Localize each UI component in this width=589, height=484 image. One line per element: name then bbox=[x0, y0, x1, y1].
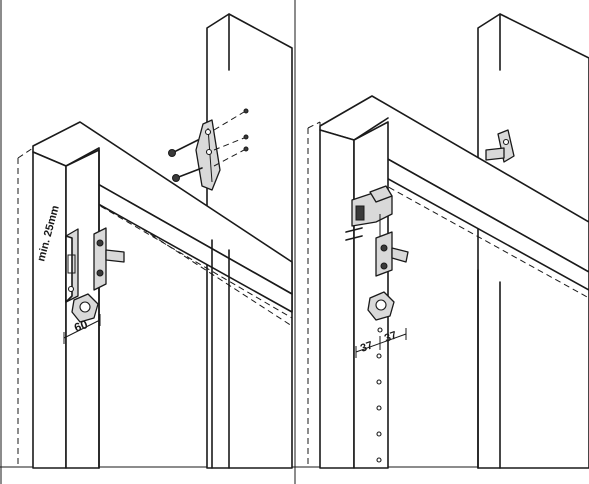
right-illustration: 37 37 bbox=[307, 13, 589, 469]
spacing-dimension bbox=[355, 328, 407, 358]
wall-bracket bbox=[195, 119, 221, 191]
screw-upper bbox=[168, 139, 199, 157]
left-spacing-label: 37 bbox=[359, 339, 375, 354]
wall-plug-3 bbox=[243, 146, 249, 152]
wall-plug-1 bbox=[243, 108, 249, 114]
right-hinge-assembly bbox=[345, 185, 409, 277]
screw-guide-3 bbox=[213, 149, 245, 167]
right-adjusting-nut bbox=[367, 291, 395, 321]
screw-guide-1 bbox=[213, 111, 245, 131]
screw-lower bbox=[172, 167, 203, 182]
adjusting-nut bbox=[71, 293, 99, 323]
width-label: 60 bbox=[72, 317, 90, 335]
right-spacing-label: 37 bbox=[383, 329, 399, 344]
left-hinge-block bbox=[93, 227, 125, 291]
left-illustration: min. 25mm 60 bbox=[17, 13, 293, 469]
screw-guide-2 bbox=[213, 137, 245, 151]
width-dimension bbox=[63, 314, 101, 344]
hole-row bbox=[376, 327, 383, 463]
right-wall-bracket bbox=[485, 129, 515, 163]
left-hinge-plate bbox=[65, 228, 79, 303]
wall-plug-2 bbox=[243, 134, 249, 140]
